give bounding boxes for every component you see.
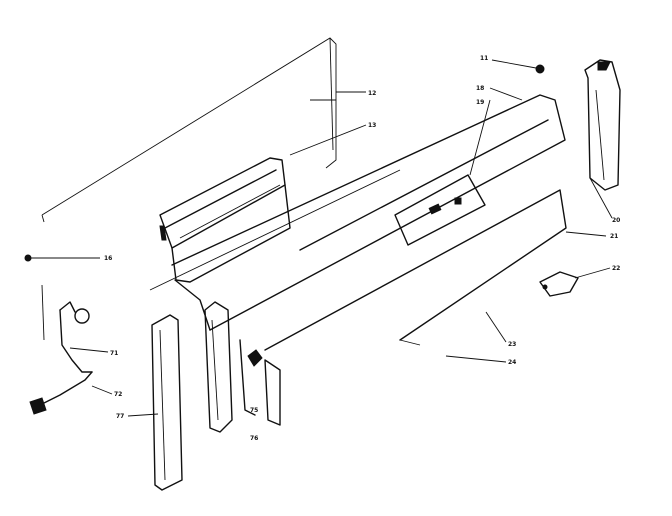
callout-12: 12 xyxy=(368,90,376,97)
right-end-cap xyxy=(584,59,621,191)
trim-strip xyxy=(151,314,183,491)
callout-21: 21 xyxy=(610,233,618,240)
top-right-screw xyxy=(491,59,545,74)
back-panel xyxy=(41,37,337,223)
knob-detail xyxy=(239,339,281,426)
callout-18: 18 xyxy=(476,85,484,92)
callout-20: 20 xyxy=(612,217,620,224)
callout-77: 77 xyxy=(116,413,124,420)
callout-23: 23 xyxy=(508,341,516,348)
left-screw xyxy=(24,254,100,262)
callout-13: 13 xyxy=(368,122,376,129)
bracket xyxy=(539,271,579,297)
callout-labels: 11 12 13 16 18 19 20 21 22 23 24 71 72 7… xyxy=(104,55,620,442)
callout-11: 11 xyxy=(480,55,488,62)
callout-71: 71 xyxy=(110,350,118,357)
wire-harness xyxy=(29,284,93,415)
callout-72: 72 xyxy=(114,391,122,398)
callout-24: 24 xyxy=(508,359,516,366)
leader-lines xyxy=(69,87,613,417)
switch-plate xyxy=(394,174,486,246)
callout-19: 19 xyxy=(476,99,484,106)
console-body xyxy=(149,94,567,351)
left-end-cap xyxy=(204,301,233,433)
control-board xyxy=(159,157,291,283)
callout-16: 16 xyxy=(104,255,112,262)
callout-22: 22 xyxy=(612,265,620,272)
callout-76: 76 xyxy=(250,435,258,442)
callout-75: 75 xyxy=(250,407,258,414)
